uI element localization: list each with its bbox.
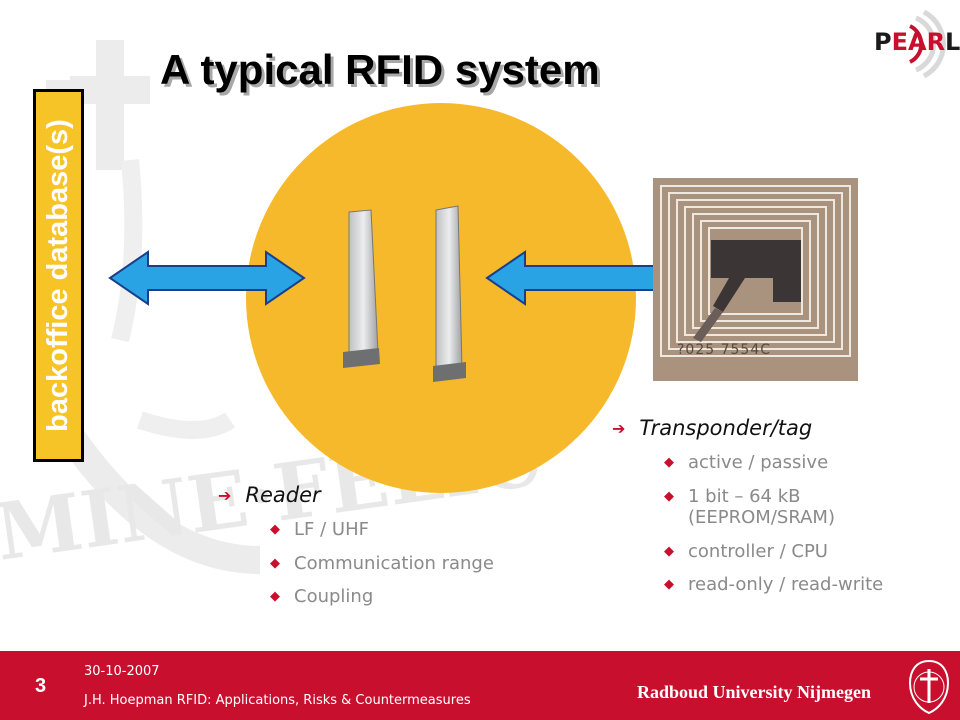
backoffice-database-box — [33, 89, 84, 462]
transponder-heading: Transponder/tag — [639, 416, 813, 440]
diamond-bullet-icon: ◆ — [664, 488, 674, 504]
transponder-item: ◆active / passive — [664, 452, 829, 473]
diamond-bullet-icon: ◆ — [270, 589, 280, 605]
rfid-tag-caption: ?025 7554C — [677, 342, 772, 358]
pearl-logo-text: PEARL — [874, 28, 960, 56]
reader-item: ◆LF / UHF — [270, 519, 369, 540]
pearl-logo: PEARL — [838, 8, 960, 80]
reader-heading-row: ➔ Reader — [218, 483, 578, 507]
transponder-heading-row: ➔ Transponder/tag — [612, 416, 912, 440]
antenna-right-icon — [433, 205, 466, 382]
reader-item: ◆Communication range — [270, 552, 494, 574]
transponder-bullets: ➔ Transponder/tag ◆active / passive ◆1 b… — [612, 416, 912, 596]
rfid-diagram — [108, 103, 700, 493]
page-number: 3 — [35, 675, 47, 697]
diamond-bullet-icon: ◆ — [270, 555, 280, 571]
diamond-bullet-icon: ◆ — [664, 455, 674, 470]
diamond-bullet-icon: ◆ — [664, 577, 674, 593]
university-name: Radboud University Nijmegen — [637, 682, 872, 702]
footer-bar — [0, 651, 960, 720]
university-seal-icon — [908, 659, 950, 715]
rfid-tag-coil-icon — [653, 178, 858, 381]
database-reader-arrow-icon — [108, 250, 306, 306]
slide-title: A typical RFID system — [160, 46, 600, 93]
transponder-item: ◆read-only / read-write — [664, 574, 884, 596]
reader-item: ◆Coupling — [270, 586, 374, 608]
transponder-item: ◆controller / CPU — [664, 540, 828, 562]
antenna-left-icon — [343, 209, 380, 368]
reader-heading: Reader — [245, 483, 321, 507]
diamond-bullet-icon: ◆ — [270, 522, 280, 537]
double-arrow-icon: ➔ — [612, 418, 626, 438]
double-arrow-icon: ➔ — [218, 485, 232, 505]
transponder-item: ◆1 bit – 64 kB (EEPROM/SRAM) — [664, 485, 835, 529]
rfid-tag-image: ?025 7554C — [653, 178, 858, 381]
footer-text: J.H. Hoepman RFID: Applications, Risks &… — [84, 693, 471, 708]
pearl-logo-rings-icon — [909, 9, 947, 79]
diamond-bullet-icon: ◆ — [664, 543, 674, 559]
reader-bullets: ➔ Reader ◆LF / UHF ◆Communication range … — [218, 483, 578, 608]
footer-date: 30-10-2007 — [84, 664, 160, 679]
